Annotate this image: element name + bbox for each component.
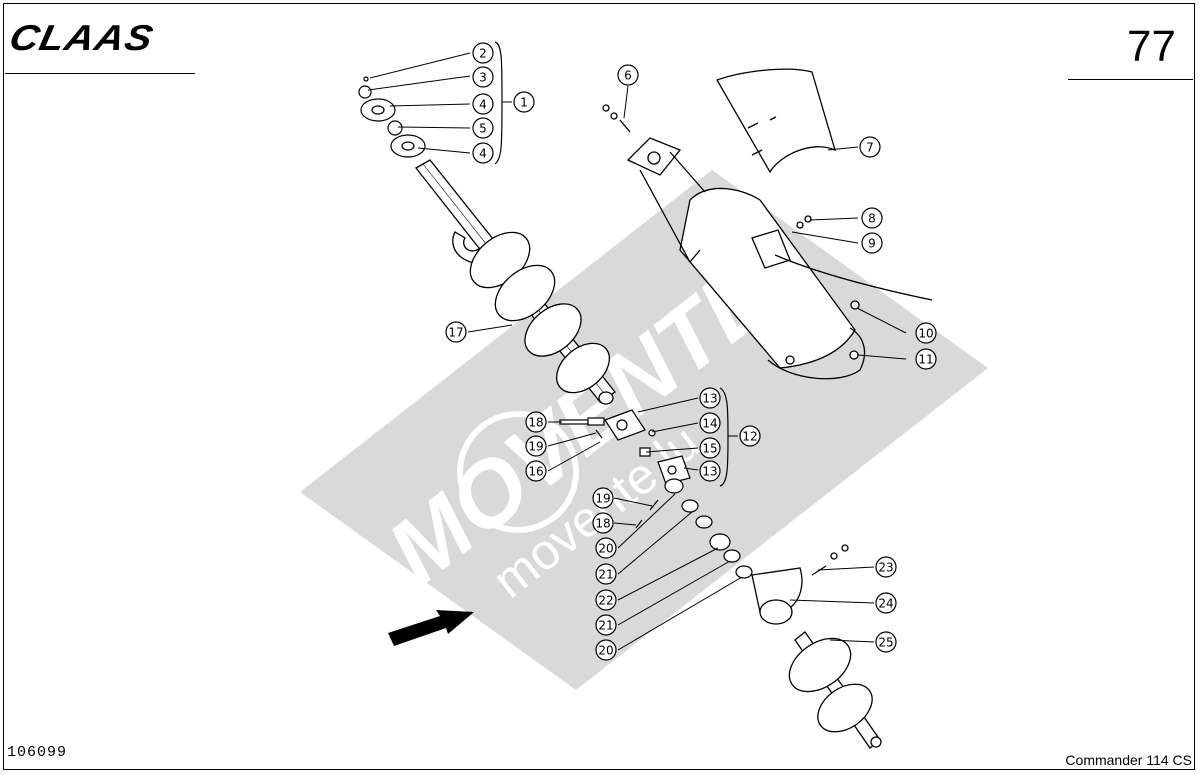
callout-21b: 21 (595, 614, 617, 636)
header-divider-right (1068, 79, 1193, 80)
svg-text:25: 25 (878, 636, 893, 650)
svg-text:3: 3 (479, 71, 487, 85)
callout-11: 11 (915, 348, 937, 370)
watermark-globe-icon (457, 411, 579, 533)
part-auger-left (415, 159, 616, 405)
callout-5: 5 (472, 117, 494, 139)
svg-text:18: 18 (528, 416, 543, 430)
callout-14: 14 (699, 412, 721, 434)
svg-text:2: 2 (479, 47, 487, 61)
svg-text:13: 13 (702, 465, 717, 479)
callout-19b: 19 (592, 487, 614, 509)
callout-13a: 13 (699, 387, 721, 409)
callout-4b: 4 (472, 142, 494, 164)
page-border (3, 3, 1195, 770)
callout-15: 15 (699, 437, 721, 459)
callout-2: 2 (472, 42, 494, 64)
part-universal-joint (559, 409, 691, 529)
svg-text:21: 21 (598, 568, 613, 582)
svg-text:9: 9 (868, 237, 876, 251)
svg-text:11: 11 (918, 353, 933, 367)
callout-24: 24 (875, 592, 897, 614)
callout-22: 22 (595, 589, 617, 611)
part-bearing-stack (358, 76, 426, 158)
svg-text:6: 6 (624, 69, 632, 83)
callout-7: 7 (859, 136, 881, 158)
callout-25: 25 (875, 631, 897, 653)
leader-lines (367, 52, 907, 651)
callout-9: 9 (861, 232, 883, 254)
svg-text:23: 23 (878, 561, 893, 575)
header-divider-left (5, 73, 195, 74)
svg-text:19: 19 (595, 492, 610, 506)
page-number: 77 (1127, 22, 1176, 71)
svg-text:17: 17 (448, 326, 463, 340)
part-bearing-set (664, 478, 753, 579)
svg-text:22: 22 (598, 594, 613, 608)
callout-13b: 13 (699, 460, 721, 482)
svg-text:24: 24 (878, 597, 893, 611)
svg-text:20: 20 (598, 644, 613, 658)
svg-text:19: 19 (528, 440, 543, 454)
svg-text:1: 1 (520, 96, 528, 110)
callout-8: 8 (861, 207, 883, 229)
svg-text:16: 16 (528, 465, 543, 479)
svg-text:4: 4 (479, 147, 487, 161)
svg-text:15: 15 (702, 442, 717, 456)
svg-text:8: 8 (868, 212, 876, 226)
svg-text:20: 20 (598, 542, 613, 556)
svg-text:18: 18 (595, 517, 610, 531)
svg-text:13: 13 (702, 392, 717, 406)
part-auger-lower (751, 544, 882, 749)
callout-16: 16 (525, 460, 547, 482)
callout-21a: 21 (595, 563, 617, 585)
callout-1: 1 (513, 91, 535, 113)
callout-18b: 18 (592, 512, 614, 534)
callout-4a: 4 (472, 93, 494, 115)
document-number: 106099 (7, 744, 68, 761)
svg-text:10: 10 (918, 327, 933, 341)
svg-text:7: 7 (866, 141, 874, 155)
callout-6: 6 (617, 64, 639, 86)
callout-10: 10 (915, 322, 937, 344)
callout-labels: 2 3 4 5 4 1 6 7 8 9 10 11 17 13 14 15 13… (445, 42, 937, 661)
svg-text:21: 21 (598, 619, 613, 633)
part-auger-housing (602, 68, 933, 380)
callout-23: 23 (875, 556, 897, 578)
direction-arrow-icon (388, 610, 474, 646)
callout-12: 12 (739, 425, 761, 447)
callout-17: 17 (445, 321, 467, 343)
callout-19a: 19 (525, 435, 547, 457)
callout-18a: 18 (525, 411, 547, 433)
callout-20b: 20 (595, 639, 617, 661)
svg-text:4: 4 (479, 98, 487, 112)
callout-3: 3 (472, 66, 494, 88)
model-name: Commander 114 CS (1065, 752, 1192, 768)
callout-20a: 20 (595, 537, 617, 559)
svg-text:14: 14 (702, 417, 717, 431)
svg-text:5: 5 (479, 122, 487, 136)
svg-text:12: 12 (742, 430, 757, 444)
